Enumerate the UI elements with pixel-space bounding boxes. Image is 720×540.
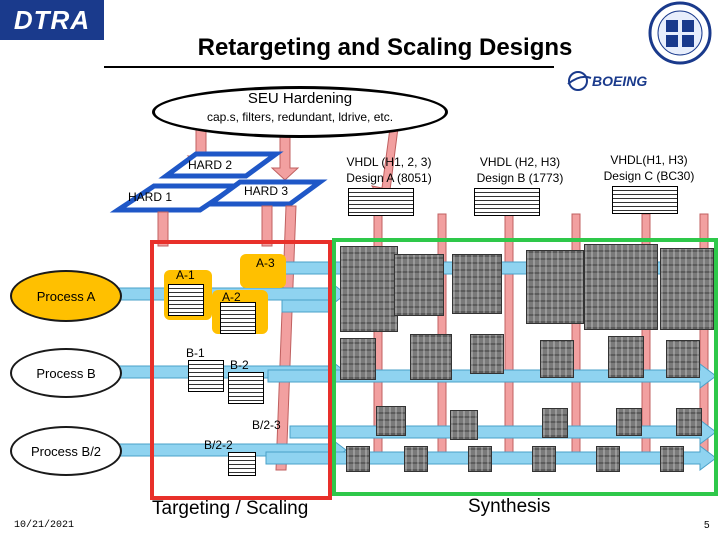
synth-chip-a1 bbox=[340, 246, 398, 332]
hard-shapes bbox=[109, 151, 328, 213]
process-b2: Process B/2 bbox=[10, 426, 122, 476]
synth-chip-d1 bbox=[346, 446, 370, 472]
hard2-shape bbox=[158, 151, 284, 179]
seu-title: SEU Hardening bbox=[247, 90, 353, 107]
hard3-shape bbox=[202, 179, 328, 207]
cell-a3-label: A-3 bbox=[256, 256, 275, 270]
arrow-b2 bbox=[267, 363, 717, 389]
synth-chip-d3 bbox=[468, 446, 492, 472]
synth-chip-d2 bbox=[404, 446, 428, 472]
boeing-swirl-icon bbox=[567, 71, 592, 91]
synthesis-region bbox=[332, 238, 718, 496]
cell-a2 bbox=[220, 302, 256, 334]
cell-b23-label: B/2-3 bbox=[252, 418, 281, 432]
footer-date: 10/21/2021 bbox=[14, 520, 75, 531]
process-a: Process A bbox=[10, 270, 122, 322]
title-underline bbox=[104, 66, 554, 68]
synth-chip-a6 bbox=[660, 248, 714, 330]
vhdl-design-a: VHDL (H1, 2, 3) Design A (8051) bbox=[334, 154, 444, 186]
vhdl-c-line2: Design C (BC30) bbox=[603, 169, 695, 183]
boeing-logo: BOEING bbox=[566, 70, 666, 92]
vhdl-a-line1: VHDL (H1, 2, 3) bbox=[346, 155, 432, 169]
slide-title: Retargeting and Scaling Designs bbox=[197, 34, 573, 61]
page-number: 5 bbox=[704, 520, 710, 531]
cell-b2 bbox=[228, 372, 264, 404]
vhdl-c-listing bbox=[612, 186, 678, 214]
synth-chip-d4 bbox=[532, 446, 556, 472]
hard3-label: HARD 3 bbox=[244, 184, 289, 198]
synth-chip-c1 bbox=[376, 406, 406, 436]
arrow-b23 bbox=[289, 419, 717, 445]
targeting-label: Targeting / Scaling bbox=[152, 498, 309, 519]
cell-b1 bbox=[188, 360, 224, 392]
vhdl-design-c: VHDL(H1, H3) Design C (BC30) bbox=[588, 152, 710, 184]
synth-chip-b2 bbox=[410, 334, 452, 380]
dtra-logo: DTRA bbox=[0, 0, 104, 40]
synth-chip-a4 bbox=[526, 250, 584, 324]
synth-chip-c3 bbox=[542, 408, 568, 438]
hard1-label: HARD 1 bbox=[128, 190, 173, 204]
vhdl-a-listing bbox=[348, 188, 414, 216]
synth-chip-a5 bbox=[584, 244, 658, 330]
seu-ellipse bbox=[152, 86, 448, 138]
synth-chip-d6 bbox=[660, 446, 684, 472]
synth-chip-a3 bbox=[452, 254, 502, 314]
hard2-label: HARD 2 bbox=[188, 158, 233, 172]
cell-a1 bbox=[168, 284, 204, 316]
cell-b22 bbox=[228, 452, 256, 476]
vhdl-design-b: VHDL (H2, H3) Design B (1773) bbox=[458, 154, 582, 186]
cell-a2-label: A-2 bbox=[222, 290, 241, 304]
synth-chip-c2 bbox=[450, 410, 478, 440]
cell-b2-label: B-2 bbox=[230, 358, 249, 372]
synth-chip-d5 bbox=[596, 446, 620, 472]
synth-chip-b5 bbox=[608, 336, 644, 378]
sbed-seal-icon bbox=[648, 1, 712, 65]
boeing-wordmark: BOEING bbox=[592, 73, 648, 89]
vhdl-b-listing bbox=[474, 188, 540, 216]
process-b: Process B bbox=[10, 348, 122, 398]
vhdl-b-line2: Design B (1773) bbox=[476, 171, 564, 185]
synth-chip-a2 bbox=[394, 254, 444, 316]
synth-chip-b1 bbox=[340, 338, 376, 380]
cell-a1-label: A-1 bbox=[176, 268, 195, 282]
synth-chip-c4 bbox=[616, 408, 642, 436]
synth-chip-b6 bbox=[666, 340, 700, 378]
synthesis-label: Synthesis bbox=[468, 496, 551, 517]
synth-chip-c5 bbox=[676, 408, 702, 436]
seu-subtitle: cap.s, filters, redundant, ldrive, etc. bbox=[206, 110, 394, 124]
vhdl-b-line1: VHDL (H2, H3) bbox=[479, 155, 561, 169]
cell-b1-label: B-1 bbox=[186, 346, 205, 360]
cell-b22-label: B/2-2 bbox=[204, 438, 233, 452]
synth-chip-b4 bbox=[540, 340, 574, 378]
synth-chip-b3 bbox=[470, 334, 504, 374]
vhdl-c-line1: VHDL(H1, H3) bbox=[610, 153, 688, 167]
targeting-region bbox=[150, 240, 332, 500]
vhdl-a-line2: Design A (8051) bbox=[346, 171, 432, 185]
